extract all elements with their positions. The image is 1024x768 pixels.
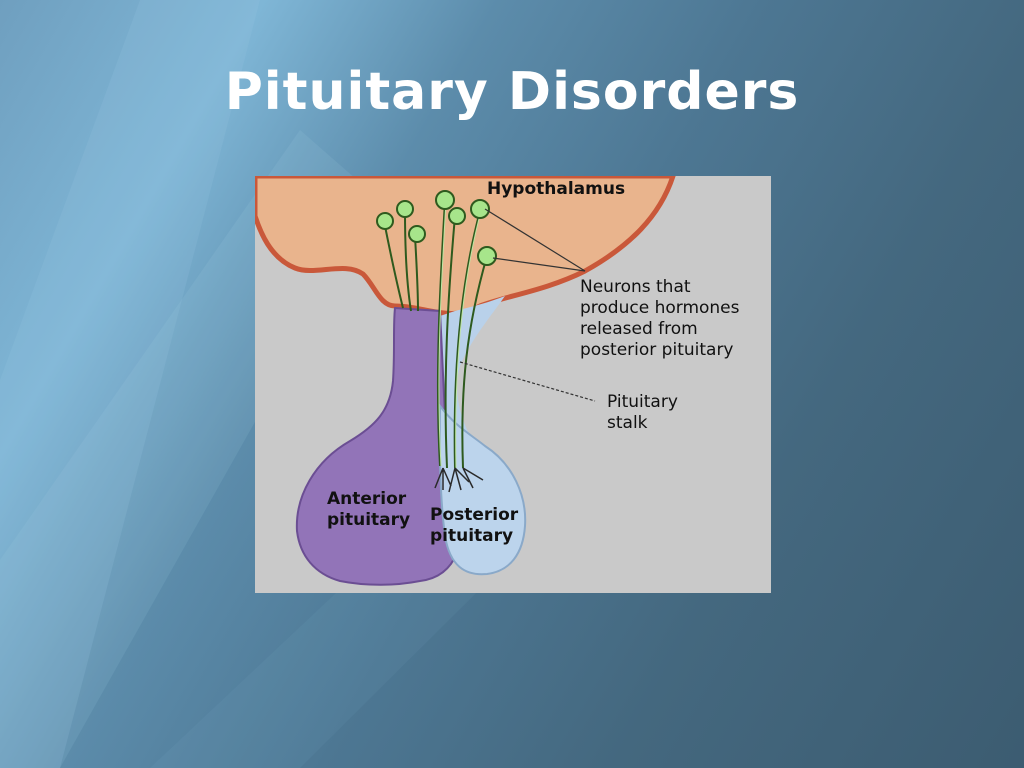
label-neurons: Neurons that produce hormones released f… [580, 277, 740, 360]
label-hypothalamus: Hypothalamus [487, 179, 626, 199]
pituitary-illustration [255, 176, 676, 586]
slide-title: Pituitary Disorders [224, 62, 800, 122]
label-pituitary-stalk: Pituitary stalk [607, 392, 678, 433]
leader-lines [459, 208, 596, 402]
label-posterior-pituitary: Posterior pituitary [430, 505, 519, 546]
axon-bundle [384, 200, 488, 469]
axon-terminals [434, 467, 484, 493]
neuron-cells [376, 190, 497, 266]
posterior-pituitary-shape [438, 403, 527, 576]
label-anterior-pituitary: Anterior pituitary [327, 489, 411, 530]
pituitary-diagram: Hypothalamus Neurons that produce hormon… [255, 176, 771, 593]
